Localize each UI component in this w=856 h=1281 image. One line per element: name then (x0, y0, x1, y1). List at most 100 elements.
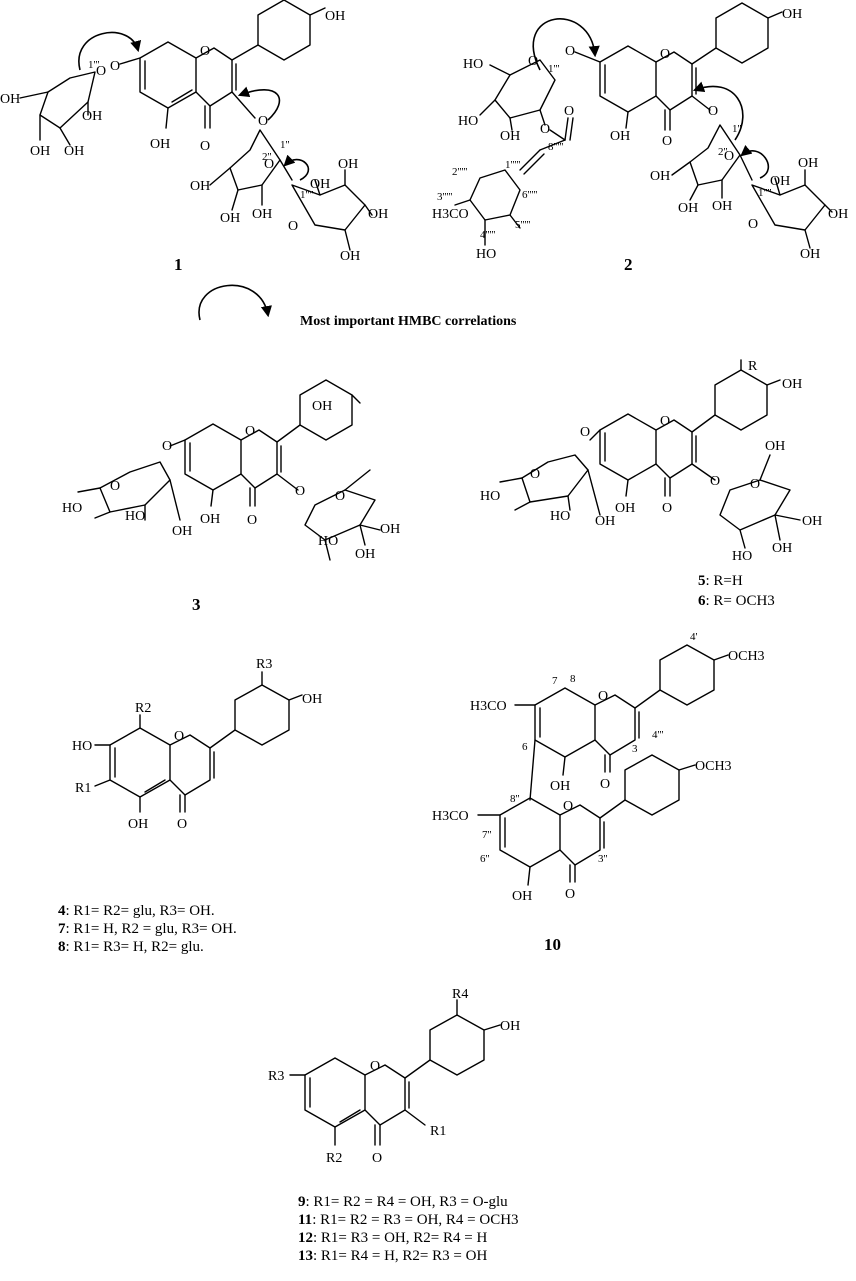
atom-oh: OH (312, 399, 332, 414)
atom-oh: OH (302, 692, 322, 707)
pos-3: 3 (632, 743, 638, 755)
atom-ho: HO (72, 739, 92, 754)
atom-ho: HO (458, 114, 478, 129)
atom-oh: OH (800, 247, 820, 262)
atom-r3: R3 (256, 657, 272, 672)
atom-o: O (708, 104, 718, 119)
atom-oh: OH (595, 514, 615, 529)
atom-oh: OH (610, 129, 630, 144)
atom-o: O (96, 64, 106, 79)
atom-oh: OH (325, 9, 345, 24)
atom-o: O (245, 424, 255, 439)
compound-4-caption: 4: R1= R2= glu, R3= OH. (58, 903, 215, 919)
atom-oh: OH (500, 1019, 520, 1034)
atom-o: O (580, 425, 590, 440)
compound-2-number: 2 (624, 255, 633, 274)
compound-7-caption: 7: R1= H, R2 = glu, R3= OH. (58, 921, 237, 937)
atom-ho: HO (318, 534, 338, 549)
atom-oh: OH (650, 169, 670, 184)
atom-oh: OH (798, 156, 818, 171)
atom-ho: HO (476, 247, 496, 262)
compound-13-caption: 13: R1= R4 = H, R2= R3 = OH (298, 1248, 487, 1264)
compound-11-caption: 11: R1= R2 = R3 = OH, R4 = OCH3 (298, 1212, 519, 1228)
atom-oh: OH (782, 377, 802, 392)
atom-o: O (200, 139, 210, 154)
pos-8penta: 8''''' (548, 141, 563, 153)
compound-5-6-structure: R OH O O OH O O HO HO OH O O OH OH HO OH (480, 359, 822, 564)
compound-2-structure: OH O O OH O O HO HO OH O O H3CO HO O O O… (432, 2, 848, 262)
atom-o: O (724, 149, 734, 164)
atom-r1: R1 (75, 781, 91, 796)
atom-oh: OH (30, 144, 50, 159)
compound-1-number: 1 (174, 255, 183, 274)
atom-oh: OH (828, 207, 848, 222)
atom-o: O (295, 484, 305, 499)
pos-6: 6 (522, 741, 528, 753)
atom-r: R (748, 359, 758, 374)
atom-och3: OCH3 (695, 759, 732, 774)
atom-oh: OH (500, 129, 520, 144)
atom-o: O (530, 467, 540, 482)
atom-o: O (110, 59, 120, 74)
atom-o: O (288, 219, 298, 234)
atom-o: O (335, 489, 345, 504)
compound-12-caption: 12: R1= R3 = OH, R2= R4 = H (298, 1230, 487, 1246)
atom-oh: OH (64, 144, 84, 159)
pos-8double: 8'' (510, 793, 519, 805)
pos-6penta: 6''''' (522, 189, 537, 201)
atom-oh: OH (338, 157, 358, 172)
atom-o: O (565, 44, 575, 59)
atom-o: O (370, 1059, 380, 1074)
compound-4-7-8-structure: R2 R3 OH HO R1 O O OH (72, 657, 322, 832)
atom-o: O (660, 47, 670, 62)
atom-o: O (750, 477, 760, 492)
pos-7: 7 (552, 675, 558, 687)
atom-oh: OH (190, 179, 210, 194)
atom-h3co: H3CO (432, 809, 469, 824)
atom-o: O (247, 513, 257, 528)
pos-2double: 2'' (718, 146, 727, 158)
atom-o: O (660, 414, 670, 429)
compound-5-caption: 5: R=H (698, 573, 743, 589)
pos-5penta: 5''''' (515, 219, 530, 231)
atom-oh: OH (765, 439, 785, 454)
atom-o: O (110, 479, 120, 494)
pos-7double: 7'' (482, 829, 491, 841)
compound-9-11-12-13-structure: R4 OH R3 O O R2 R1 (268, 987, 520, 1166)
pos-1triple: 1''' (88, 59, 99, 71)
atom-o: O (662, 134, 672, 149)
atom-oh: OH (340, 249, 360, 264)
atom-o: O (564, 104, 574, 119)
atom-r3: R3 (268, 1069, 284, 1084)
compound-9-caption: 9: R1= R2 = R4 = OH, R3 = O-glu (298, 1194, 508, 1210)
atom-o: O (258, 114, 268, 129)
pos-1quad: 1'''' (758, 187, 771, 199)
atom-oh: OH (802, 514, 822, 529)
atom-o: O (174, 729, 184, 744)
pos-8: 8 (570, 673, 576, 685)
atom-ho: HO (62, 501, 82, 516)
atom-r4: R4 (452, 987, 468, 1002)
atom-oh: OH (355, 547, 375, 562)
atom-oh: OH (550, 779, 570, 794)
atom-o: O (177, 817, 187, 832)
compound-8-caption: 8: R1= R3= H, R2= glu. (58, 939, 204, 955)
atom-oh: OH (512, 889, 532, 904)
pos-3penta: 3''''' (437, 191, 452, 203)
pos-6double: 6'' (480, 853, 489, 865)
atom-oh: OH (678, 201, 698, 216)
pos-2penta: 2''''' (452, 166, 467, 178)
pos-1triple: 1''' (548, 63, 559, 75)
atom-o: O (528, 54, 538, 69)
atom-oh: OH (220, 211, 240, 226)
atom-oh: OH (310, 177, 330, 192)
atom-r1: R1 (430, 1124, 446, 1139)
atom-oh: OH (368, 207, 388, 222)
atom-o: O (565, 887, 575, 902)
compound-3-number: 3 (192, 595, 201, 614)
compound-1-structure: O OH O O OH O OH OH OH OH O O OH OH OH O… (0, 0, 388, 264)
atom-oh: OH (770, 174, 790, 189)
hmbc-legend-text: Most important HMBC correlations (300, 314, 517, 329)
atom-r2: R2 (326, 1151, 342, 1166)
